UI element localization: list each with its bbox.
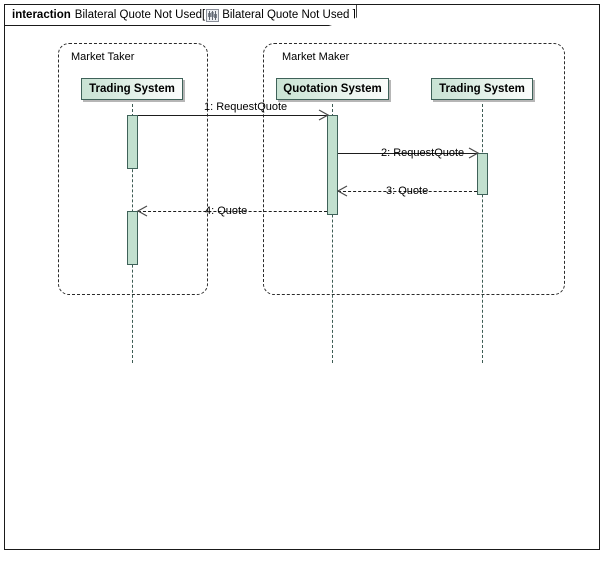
activation-taker-trading-system-2[interactable] <box>127 211 138 265</box>
interaction-diagram-icon <box>206 8 220 22</box>
partition-market-taker[interactable] <box>58 43 208 295</box>
partition-label-market-taker: Market Taker <box>71 51 135 63</box>
diagram-canvas[interactable]: interaction Bilateral Quote Not Used[ Bi… <box>4 4 600 550</box>
lifeline-label-taker-trading-system: Trading System <box>89 83 175 95</box>
message-line-3[interactable] <box>338 191 477 192</box>
activation-maker-quotation-system-1[interactable] <box>327 115 338 215</box>
interaction-keyword: interaction <box>12 9 71 21</box>
lifeline-box-taker-trading-system[interactable]: Trading System <box>81 78 183 100</box>
lifeline-maker-quotation-system[interactable] <box>332 99 333 363</box>
lifeline-box-maker-trading-system[interactable]: Trading System <box>431 78 533 100</box>
message-line-2[interactable] <box>338 153 477 154</box>
message-label-3: 3: Quote <box>386 185 429 197</box>
partition-market-maker[interactable] <box>263 43 565 295</box>
message-line-4[interactable] <box>138 211 327 212</box>
interaction-ref-name: Bilateral Quote Not Used ] <box>222 9 356 21</box>
message-line-1[interactable] <box>138 115 327 116</box>
interaction-header[interactable]: interaction Bilateral Quote Not Used[ Bi… <box>5 5 357 26</box>
interaction-title: Bilateral Quote Not Used[ <box>74 9 206 21</box>
partition-label-market-maker: Market Maker <box>282 51 350 63</box>
message-label-4: 4: Quote <box>205 205 248 217</box>
lifeline-label-maker-quotation-system: Quotation System <box>283 83 382 95</box>
message-label-1: 1: RequestQuote <box>204 101 288 113</box>
activation-taker-trading-system-1[interactable] <box>127 115 138 169</box>
lifeline-box-maker-quotation-system[interactable]: Quotation System <box>276 78 389 100</box>
lifeline-maker-trading-system[interactable] <box>482 99 483 363</box>
activation-maker-trading-system-1[interactable] <box>477 153 488 195</box>
message-label-2: 2: RequestQuote <box>381 147 465 159</box>
lifeline-label-maker-trading-system: Trading System <box>439 83 525 95</box>
